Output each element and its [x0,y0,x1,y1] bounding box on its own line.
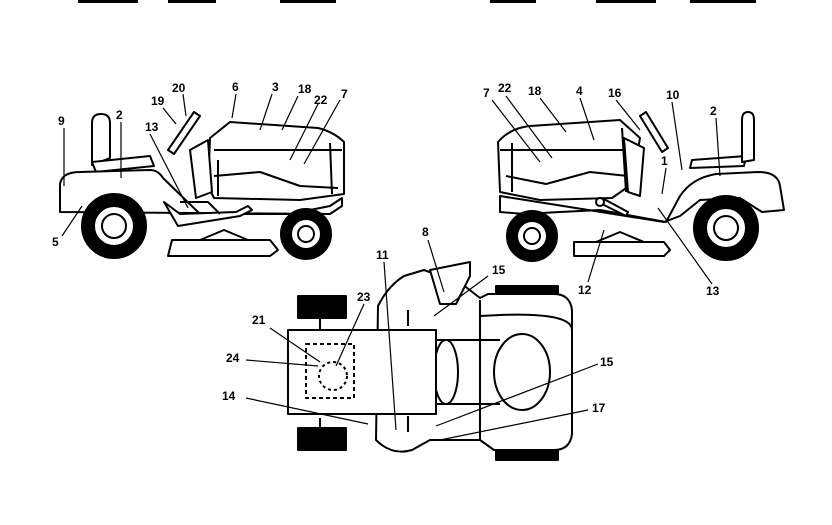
bottom-view-leaders [245,239,599,441]
left-view-leaders [61,93,341,237]
steering-oval [433,339,459,405]
part-label: 19 [151,94,165,108]
part-label: 1 [661,154,668,168]
part-label: 3 [272,80,279,94]
seat-top-view [429,261,471,305]
part-label: 4 [576,84,583,98]
left-view-label-group: 9 2 19 20 6 3 18 22 7 13 5 [52,80,348,249]
part-label: 11 [376,248,389,262]
footrest [163,201,253,227]
frame-right [499,171,785,223]
dashed-decal [305,343,355,399]
part-label: 5 [52,235,59,249]
rear-tire-bottom [297,427,347,451]
mower-deck [167,239,279,257]
part-label: 17 [592,401,606,415]
part-label: 12 [578,283,592,297]
steering-wheel-right [639,111,669,153]
seat-back-right [741,111,755,163]
seat-back [91,113,111,166]
left-side-view [59,111,345,260]
hood [207,121,345,201]
part-label: 9 [58,114,65,128]
mower-deck-right [573,241,671,257]
engine-oval [493,333,551,411]
part-label: 18 [528,84,542,98]
seat-cushion [91,155,155,173]
part-label: 2 [710,104,717,118]
cropped-header-marks [78,0,756,3]
right-side-view [497,111,785,262]
part-label: 13 [145,120,159,134]
part-label: 15 [600,355,614,369]
seat-right [689,155,747,169]
part-label: 16 [608,86,622,100]
part-label: 13 [706,284,720,298]
rear-deck [287,329,437,415]
part-label: 14 [222,389,236,403]
part-label: 15 [492,263,506,277]
part-label: 21 [252,313,266,327]
part-label: 10 [666,88,680,102]
bottom-view [287,261,573,461]
right-view-label-group: 7 22 18 4 16 10 2 1 12 13 [483,81,720,298]
hood-right [497,119,641,201]
steering-column [189,139,213,199]
part-label: 22 [314,93,328,107]
front-tire-bottom [495,449,559,461]
part-label: 7 [483,86,490,100]
part-label: 8 [422,225,429,239]
part-label: 24 [226,351,240,365]
part-label: 22 [498,81,512,95]
right-view-leaders [491,95,721,285]
part-label: 7 [341,87,348,101]
steering-column-right [623,137,645,197]
steering-wheel [167,111,201,155]
part-label: 2 [116,108,123,122]
rear-tire-top [297,295,347,319]
part-label: 23 [357,290,371,304]
part-label: 20 [172,81,186,95]
bottom-view-label-group: 8 11 15 23 21 24 14 15 17 [222,225,614,415]
part-label: 18 [298,82,312,96]
dashed-decal-circle [318,361,348,391]
part-label: 6 [232,80,239,94]
